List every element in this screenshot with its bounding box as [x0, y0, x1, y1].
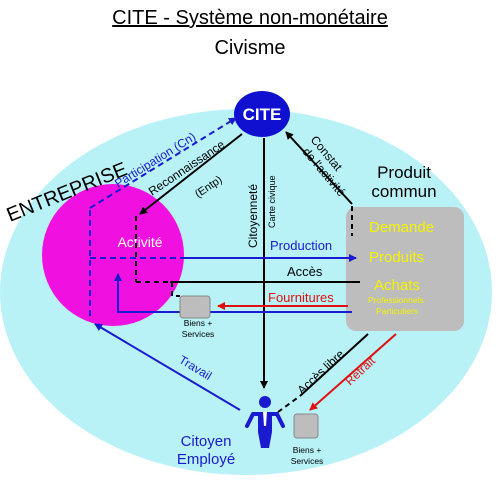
title: CITE - Système non-monétaire [112, 7, 388, 29]
feedback-loop-line [114, 273, 352, 313]
biens-label-1: Biens + [184, 318, 213, 328]
biens-label-2: Biens + [293, 445, 322, 455]
retrait-arrow [309, 333, 397, 411]
fournitures-label: Fournitures [268, 290, 334, 305]
acces-libre-dash [277, 395, 301, 413]
production-label: Production [270, 238, 332, 253]
produit-commun-title-1: Produit [377, 163, 431, 182]
cite-label: CITE [243, 105, 282, 124]
constat-arrow [285, 131, 353, 205]
achats-label: Achats [374, 277, 420, 294]
acces-label: Accès [287, 264, 323, 279]
produit-commun-box [346, 207, 464, 331]
citoyen-icon [245, 396, 285, 448]
demande-label: Demande [369, 219, 434, 236]
cite-node [234, 91, 290, 137]
produits-label: Produits [369, 249, 424, 266]
achats-dash-line [171, 282, 180, 297]
employe-label: Employé [177, 451, 235, 468]
carte-civique-label: Carte civique [267, 175, 277, 228]
particuliers-label: Particuliers [376, 306, 418, 316]
services-label-2: Services [291, 456, 324, 466]
participation-arrow [89, 117, 237, 209]
services-label-1: Services [182, 329, 215, 339]
activite-label: Activité [117, 234, 162, 250]
produit-commun-title-2: commun [371, 182, 436, 201]
activite-circle [42, 184, 184, 326]
citoyennete-label: Citoyenneté [246, 184, 260, 248]
acces-libre-arrow [299, 333, 369, 397]
travail-arrow [94, 323, 241, 411]
biens-services-box-1 [179, 295, 211, 319]
professionnels-label: Professionnels [368, 295, 424, 305]
biens-services-box-2 [293, 413, 319, 439]
reconnaissance-arrow [139, 133, 243, 215]
subtitle: Civisme [214, 37, 285, 59]
citoyen-label: Citoyen [181, 433, 232, 450]
